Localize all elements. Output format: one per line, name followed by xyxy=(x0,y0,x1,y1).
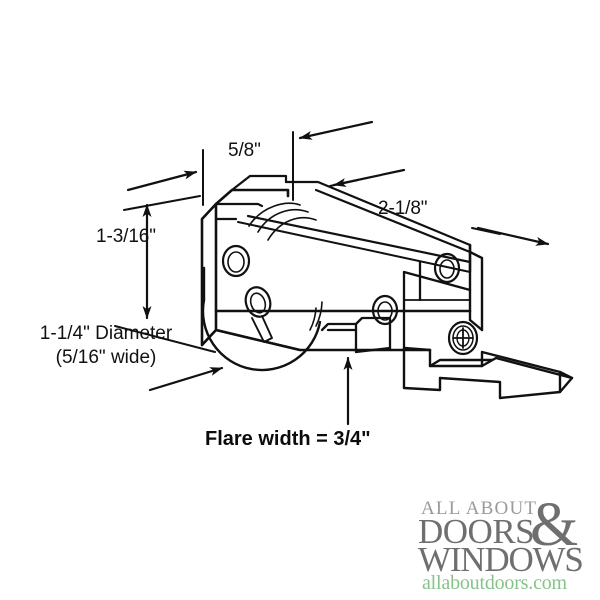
dimension-label-2-1-8: 2-1/8" xyxy=(378,198,428,219)
mounting-tab-bracket xyxy=(402,346,574,400)
roller-housing-body xyxy=(200,188,472,352)
logo-ampersand: & xyxy=(530,491,579,559)
adjustment-screw-phillips xyxy=(447,320,479,356)
dimension-label-1-3-16: 1-3/16" xyxy=(96,226,156,247)
wheel-diameter-line1: 1-1/4" Diameter xyxy=(39,323,173,344)
housing-bottom-plate xyxy=(200,328,302,352)
logo-website-url: allaboutdoors.com xyxy=(422,572,567,594)
mounting-hole-round xyxy=(221,244,251,278)
dimension-2-1-8-ext xyxy=(329,179,501,235)
flare-width-callout: Flare width = 3/4" xyxy=(205,428,371,450)
housing-front-face xyxy=(402,260,472,350)
housing-top-ridges xyxy=(214,174,472,273)
wheel-diameter-line2: (5/16" wide) xyxy=(55,347,157,368)
side-hole-upper-right xyxy=(433,252,461,284)
housing-right-end xyxy=(468,243,484,332)
wheel-diameter-callout: 1-1/4" Diameter (5/16" wide) xyxy=(8,322,204,370)
dimension-1-3-16-ext xyxy=(114,195,216,353)
dimension-5-8-arrows xyxy=(126,120,374,192)
dimension-label-5-8: 5/8" xyxy=(228,140,261,161)
dimension-5-8 xyxy=(202,131,294,206)
allaboutdoors-logo: ALL ABOUT DOORS & WINDOWS allaboutdoors.… xyxy=(418,491,596,594)
roller-wheel-top xyxy=(248,202,317,241)
logo-line-windows: WINDOWS xyxy=(418,540,584,579)
side-hole-right xyxy=(371,294,399,326)
adjustment-slot-oval xyxy=(244,286,273,343)
roller-wheel xyxy=(201,266,323,372)
leader-wheel-diameter xyxy=(148,366,224,392)
logo-line-all-about: ALL ABOUT xyxy=(421,498,538,519)
housing-flare-step xyxy=(320,316,392,354)
logo-line-doors: DOORS xyxy=(418,512,535,551)
